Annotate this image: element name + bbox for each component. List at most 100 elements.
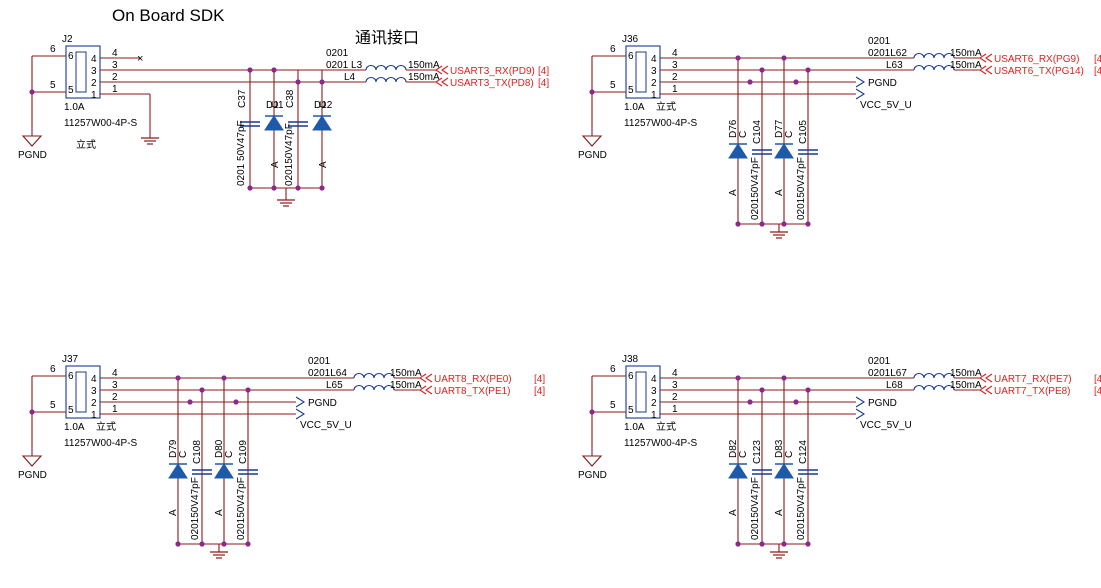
connector-body <box>625 365 661 419</box>
pgnd-arrow <box>295 396 306 408</box>
connector-pin-6-inner: 6 <box>628 51 634 62</box>
diode-1-anode-label: A <box>270 161 281 168</box>
junction-d2-top <box>221 375 227 381</box>
connector-pin-2-label: 2 <box>672 392 678 403</box>
connector-pin-4-label: 4 <box>112 368 118 379</box>
net-sheet-2: [4] <box>534 386 545 397</box>
connector-pin-2-label: 2 <box>672 72 678 83</box>
connector-ref: J37 <box>62 354 79 365</box>
inductor-ref-2: L63 <box>886 60 903 71</box>
junction-bottom-2 <box>199 541 205 547</box>
connector-body <box>65 45 101 99</box>
diode-2-cathode-label: C <box>224 451 235 458</box>
diode-2-body <box>312 115 332 131</box>
connector-pin-2-inner: 2 <box>91 398 97 409</box>
inductor-2-current: 150mA <box>408 72 440 83</box>
net-arrow-2 <box>979 385 993 395</box>
inductor-ref-2: L4 <box>344 72 356 83</box>
connector-pin-3-label: 3 <box>672 60 678 71</box>
connector-pin-6-label: 6 <box>50 44 56 55</box>
junction-d1 <box>271 67 277 73</box>
diode-1-cathode-label: C <box>738 451 749 458</box>
net-label-1: USART3_RX(PD9) <box>450 66 535 77</box>
pgnd-arrow <box>855 76 866 88</box>
vcc-arrow <box>855 88 866 100</box>
pgnd-symbol <box>21 455 43 467</box>
diode-2-ref: D83 <box>774 439 785 458</box>
connector-rating: 1.0A <box>64 422 85 433</box>
cap-1-ref: C123 <box>752 440 763 464</box>
junction-bottom-4 <box>245 541 251 547</box>
vcc-net-label: VCC_5V_U <box>860 100 912 111</box>
diode-2-cathode-label: C <box>784 131 795 138</box>
connector-pin-1-inner: 1 <box>651 410 657 421</box>
net-label-2: UART7_TX(PE8) <box>994 386 1071 397</box>
pgnd-net-label: PGND <box>868 78 897 89</box>
cap-2-ref: C124 <box>798 440 809 464</box>
connector-pin-3-label: 3 <box>672 380 678 391</box>
inductor-1-current: 150mA <box>408 60 440 71</box>
junction-c1-top <box>759 387 765 393</box>
inductor-ref-1: 0201L67 <box>868 368 907 379</box>
cap-1-ref: C104 <box>752 120 763 144</box>
connector-part-number: 11257W00-4P-S <box>64 438 138 449</box>
connector-pin-2-inner: 2 <box>651 78 657 89</box>
pgnd-label: PGND <box>578 150 607 161</box>
inductor-ref-1: 0201 L3 <box>326 60 363 71</box>
connector-body <box>65 365 101 419</box>
net-label-1: USART6_RX(PG9) <box>994 54 1079 65</box>
connector-pin-5-label: 5 <box>610 400 616 411</box>
connector-pin-6-label: 6 <box>610 44 616 55</box>
junction-bottom-4 <box>319 185 325 191</box>
connector-latch <box>635 51 647 93</box>
inductor-size-top: 0201 <box>326 48 349 59</box>
connector-latch <box>75 51 87 93</box>
diode-1-anode-label: A <box>168 509 179 516</box>
junction-bottom-2 <box>271 185 277 191</box>
inductor-2-coil <box>913 385 955 391</box>
diode-1-anode-label: A <box>728 189 739 196</box>
junction-bottom-1 <box>175 541 181 547</box>
pgnd-net-label: PGND <box>868 398 897 409</box>
connector-pin-3-label: 3 <box>112 60 118 71</box>
junction-bottom-2 <box>759 541 765 547</box>
junction-bottom-3 <box>781 221 787 227</box>
diode-1-body <box>168 463 188 479</box>
junction-pin5 <box>29 409 35 415</box>
diode-2-body <box>214 463 234 479</box>
pgnd-label: PGND <box>18 470 47 481</box>
connector-block-j2: J265432165PGND1.0A11257W00-4P-S4321×立式02… <box>18 34 549 207</box>
cap-1-value: 0201 50V47pF <box>236 120 247 186</box>
junction-d1-top <box>735 55 741 61</box>
vcc-net-label: VCC_5V_U <box>300 420 352 431</box>
inductor-1-current: 150mA <box>950 48 982 59</box>
junction-bottom-3 <box>781 541 787 547</box>
junction-pgnd-1 <box>747 399 753 405</box>
diode-2-anode-label: A <box>774 189 785 196</box>
inductor-2-current: 150mA <box>950 60 982 71</box>
inductor-1-coil <box>913 53 955 59</box>
connector-mount: 立式 <box>96 420 116 433</box>
inductor-size-top: 0201 <box>308 356 331 367</box>
junction-d2-top <box>781 55 787 61</box>
diode-1-cathode-label: C <box>178 451 189 458</box>
net-arrow-1 <box>419 373 433 383</box>
inductor-size-top: 0201 <box>868 36 891 47</box>
connector-pin-3-inner: 3 <box>651 386 657 397</box>
junction-bottom-4 <box>805 221 811 227</box>
connector-rating: 1.0A <box>624 422 645 433</box>
connector-pin-1-inner: 1 <box>651 90 657 101</box>
junction-pgnd-1 <box>187 399 193 405</box>
connector-pin-4-inner: 4 <box>651 374 657 385</box>
diode-1-anode-label: A <box>728 509 739 516</box>
net-label-2: UART8_TX(PE1) <box>434 386 511 397</box>
connector-pin-4-label: 4 <box>672 368 678 379</box>
net-arrow-1 <box>435 65 449 75</box>
pgnd-symbol <box>581 135 603 147</box>
pgnd-label: PGND <box>18 150 47 161</box>
diode-1-ref: D82 <box>728 439 739 458</box>
connector-pin-6-label: 6 <box>610 364 616 375</box>
pgnd-symbol <box>21 135 43 147</box>
junction-c1-top <box>759 67 765 73</box>
